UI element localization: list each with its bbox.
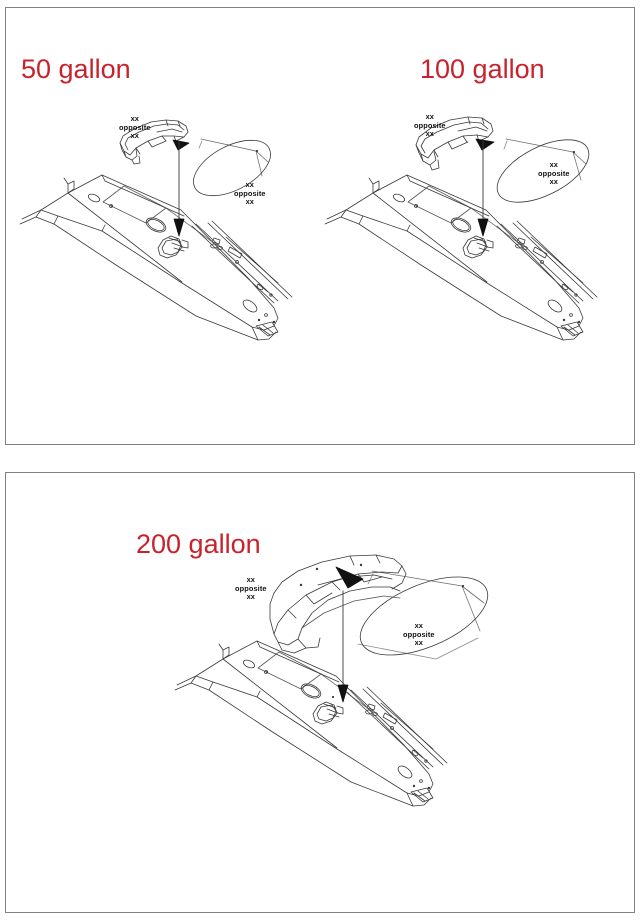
callout-line-2: opposite <box>403 629 435 639</box>
variant-200-gallon: 200 gallon <box>6 473 634 912</box>
callout-line-1: xx <box>414 621 423 630</box>
callout-line-2: opposite <box>235 583 267 593</box>
callout-line-2: opposite <box>538 168 570 178</box>
variant-100-gallon: 100 gallon <box>320 8 635 444</box>
wing-assembly-drawing-200 <box>6 473 634 912</box>
callout-opposite-shell-200: xx opposite xx <box>235 575 267 602</box>
callout-line-1: xx <box>245 180 254 189</box>
callout-line-3: xx <box>549 177 558 187</box>
callout-opposite-tank-50: xx opposite xx <box>234 180 266 207</box>
callout-opposite-tank-200: xx opposite xx <box>403 621 435 648</box>
variant-title-50-gallon: 50 gallon <box>21 54 131 84</box>
callout-line-2: opposite <box>234 188 266 198</box>
callout-opposite-bracket-100: xx opposite xx <box>414 112 446 139</box>
variant-title-200-gallon: 200 gallon <box>136 529 261 559</box>
variant-50-gallon: 50 gallon <box>6 8 321 444</box>
callout-line-3: xx <box>425 129 434 139</box>
callout-opposite-tank-100: xx opposite xx <box>538 160 570 187</box>
variant-title-100-gallon: 100 gallon <box>420 54 545 84</box>
callout-line-1: xx <box>549 160 558 169</box>
callout-line-3: xx <box>414 638 423 648</box>
callout-line-1: xx <box>246 575 255 584</box>
callout-line-2: opposite <box>119 122 151 132</box>
callout-line-3: xx <box>130 131 139 141</box>
panel-bottom: 200 gallon <box>5 472 635 913</box>
callout-opposite-bracket-50: xx opposite xx <box>119 114 151 141</box>
callout-line-3: xx <box>245 197 254 207</box>
callout-line-1: xx <box>130 114 139 123</box>
panel-top: 50 gallon <box>5 7 635 445</box>
callout-line-1: xx <box>425 112 434 121</box>
callout-line-3: xx <box>246 592 255 602</box>
callout-line-2: opposite <box>414 120 446 130</box>
